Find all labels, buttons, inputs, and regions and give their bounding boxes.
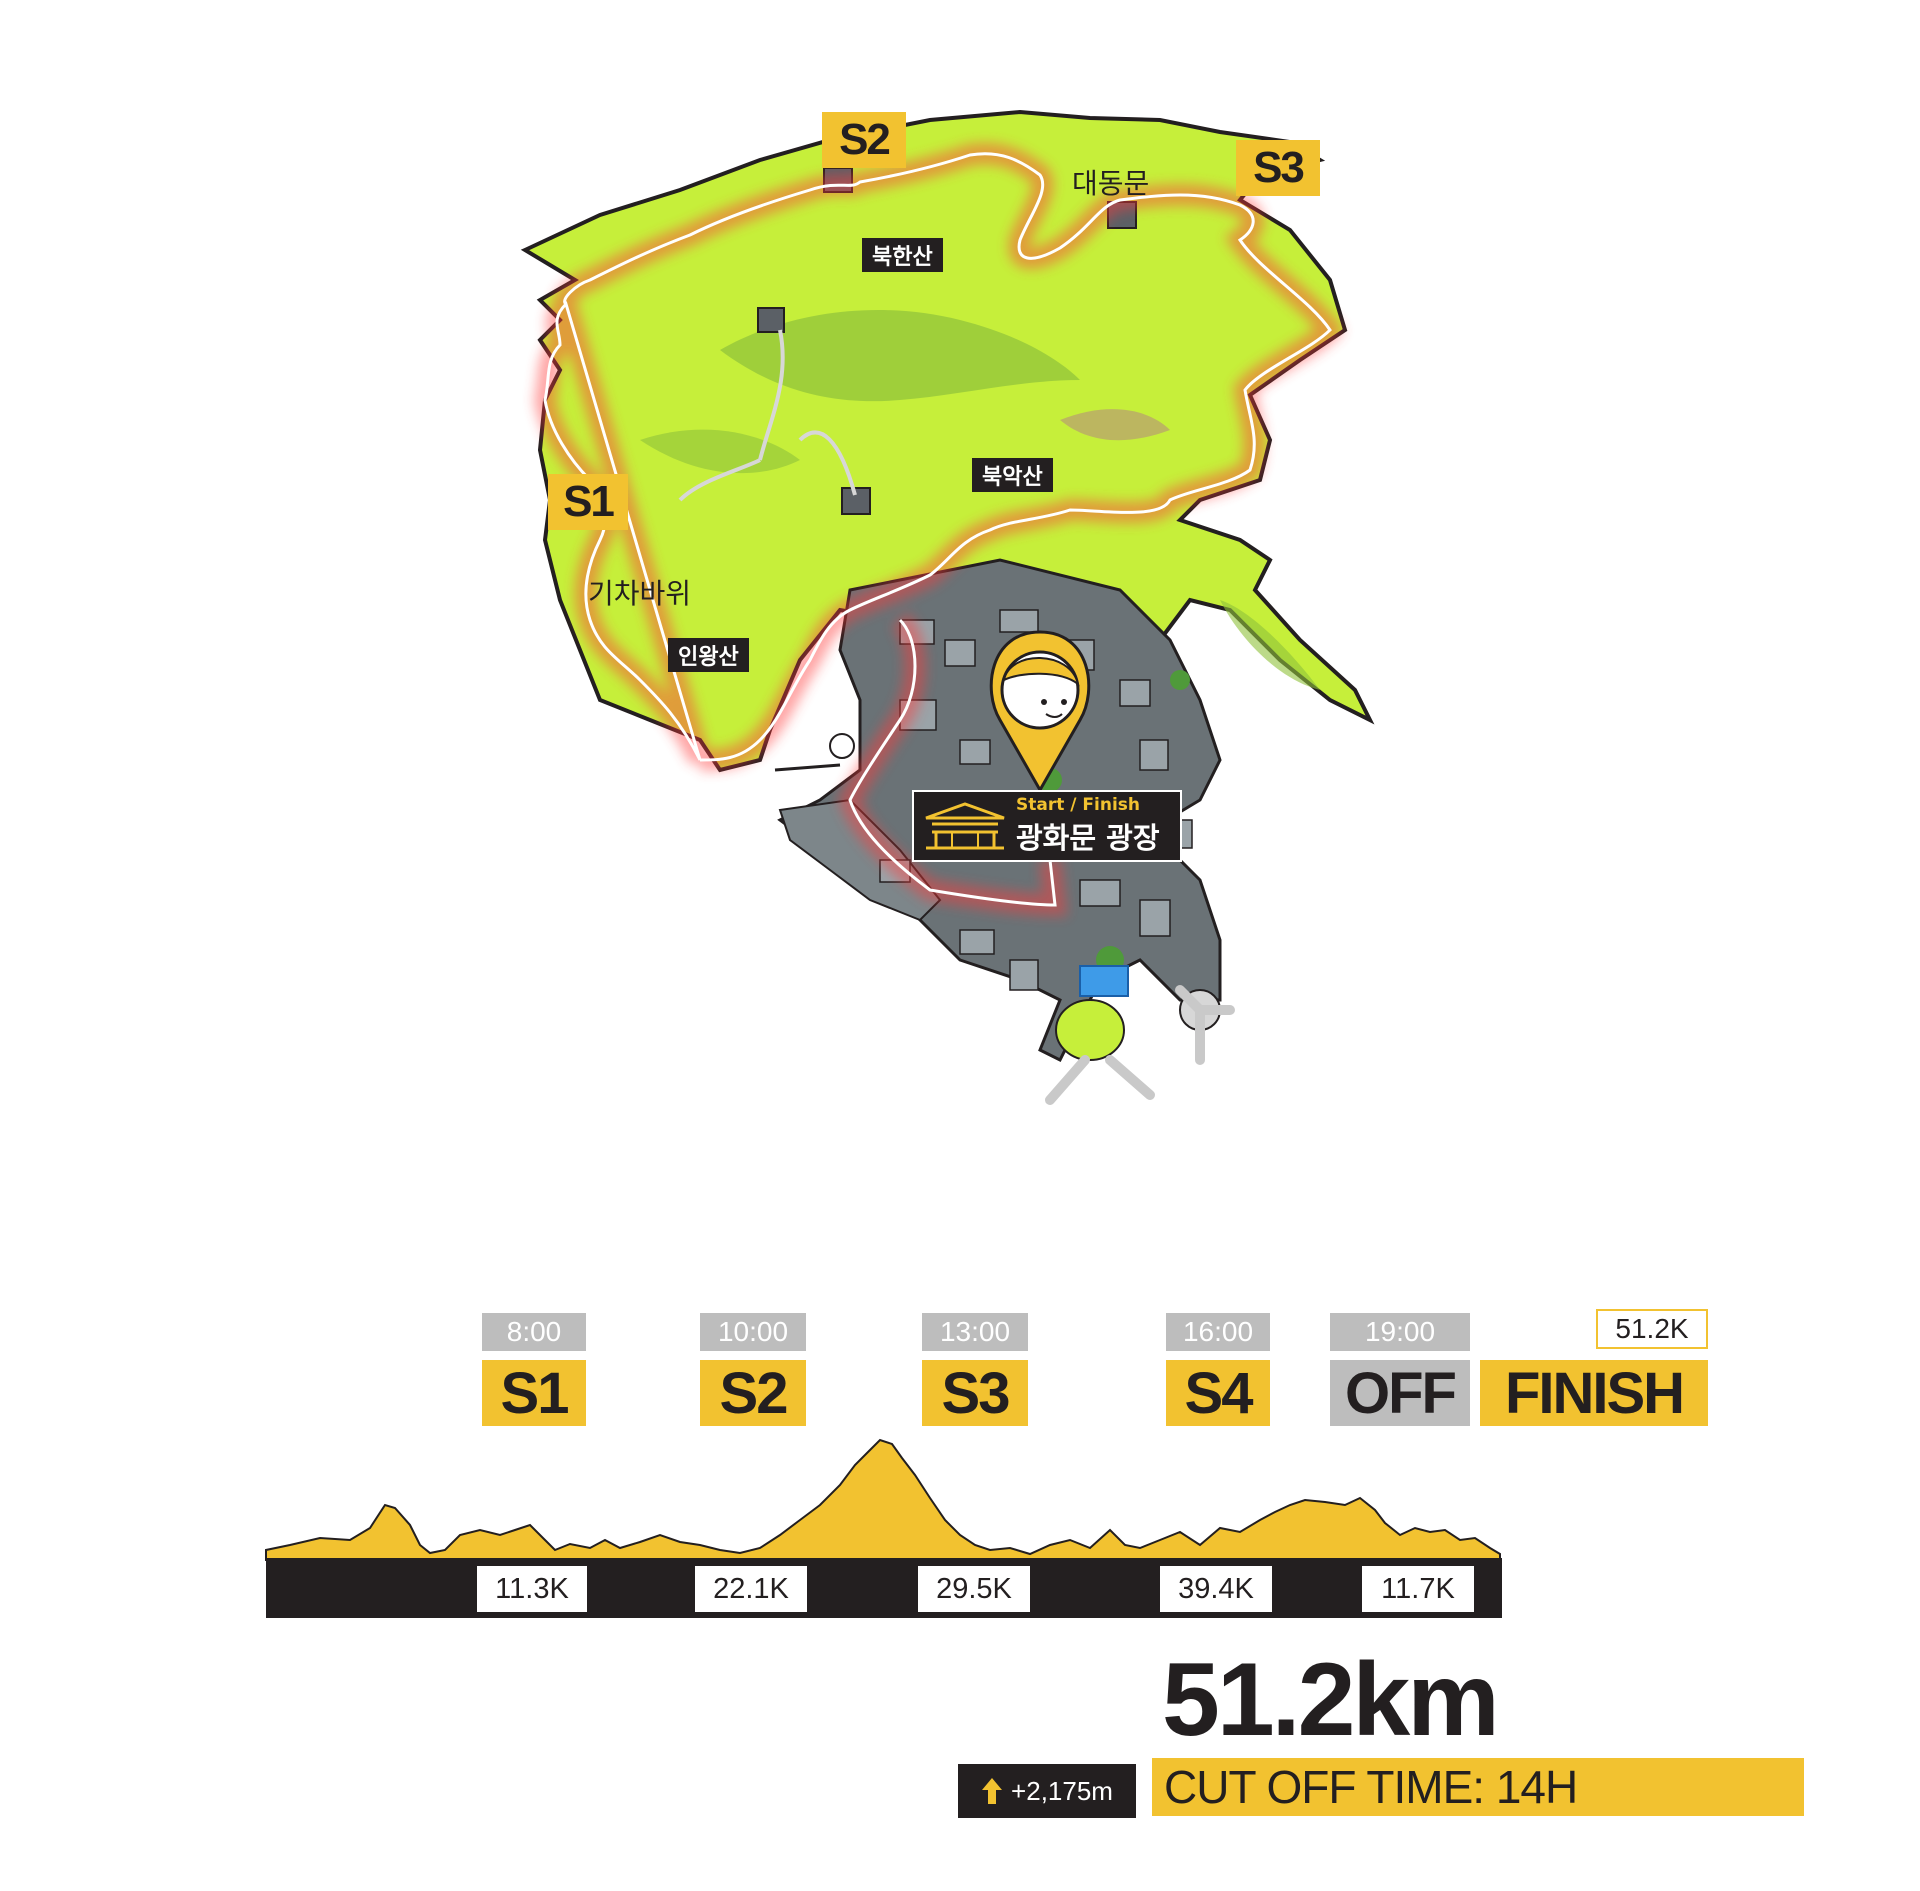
- start-point: [829, 733, 855, 759]
- peak-label-bukhansan: 북한산: [862, 238, 943, 272]
- checkpoint-time-s3: 13:00: [922, 1313, 1028, 1351]
- stage-marker-s1: S1: [548, 474, 628, 530]
- stage-marker-s2: S2: [822, 112, 906, 168]
- start-finish-label: Start / Finish 광화문 광장: [912, 790, 1182, 862]
- blue-roof-building: [1079, 965, 1129, 997]
- ridge-shading: [640, 429, 800, 474]
- palace-icon: [925, 802, 1005, 850]
- elevation-fill: [265, 1438, 1501, 1561]
- distance-bar: [266, 1558, 1502, 1618]
- ridge-shading: [1220, 600, 1320, 690]
- trail: [678, 329, 857, 502]
- elevation-gain: +2,175m: [958, 1764, 1136, 1818]
- checkpoint-label-s4: S4: [1166, 1360, 1270, 1426]
- start-finish-place: 광화문 광장: [1016, 821, 1160, 855]
- road: [774, 763, 841, 772]
- road: [1045, 985, 1235, 1105]
- segment-distance-2: 22.1K: [695, 1566, 807, 1612]
- start-finish-caption: Start / Finish: [1016, 795, 1140, 815]
- segment-distance-1: 11.3K: [477, 1566, 587, 1612]
- checkpoint-time-s2: 10:00: [700, 1313, 806, 1351]
- segment-distance-5: 11.7K: [1362, 1566, 1474, 1612]
- segment-distance-3: 29.5K: [918, 1566, 1030, 1612]
- ridge-shading: [720, 310, 1080, 402]
- checkpoint-label-s2: S2: [700, 1360, 806, 1426]
- park: [1055, 999, 1125, 1061]
- segment-distance-4: 39.4K: [1160, 1566, 1272, 1612]
- checkpoint-label-off: OFF: [1330, 1360, 1470, 1426]
- place-label-gichabawi: 기차바위: [588, 577, 692, 610]
- course-map: [520, 109, 1375, 1105]
- checkpoint-label-s3: S3: [922, 1360, 1028, 1426]
- checkpoint-time-off: 19:00: [1330, 1313, 1470, 1351]
- checkpoint-label-s1: S1: [482, 1360, 586, 1426]
- location-pin-icon: [989, 630, 1091, 794]
- finish-label: FINISH: [1480, 1360, 1708, 1426]
- peak-label-inwangsan: 인왕산: [668, 638, 749, 672]
- place-label-daedongmun: 대동문: [1072, 167, 1150, 200]
- finish-distance: 51.2K: [1596, 1309, 1708, 1349]
- checkpoint-time-s4: 16:00: [1166, 1313, 1270, 1351]
- cut-off-time: CUT OFF TIME: 14H: [1152, 1758, 1804, 1816]
- ridge-shading: [1060, 409, 1170, 441]
- stage-marker-s3: S3: [1236, 140, 1320, 196]
- checkpoint-time-s1: 8:00: [482, 1313, 586, 1351]
- arrow-up-icon: [982, 1778, 1003, 1804]
- peak-label-bugaksan: 북악산: [972, 458, 1053, 492]
- elevation-gain-value: +2,175m: [1011, 1775, 1113, 1806]
- total-distance: 51.2km: [1162, 1642, 1500, 1758]
